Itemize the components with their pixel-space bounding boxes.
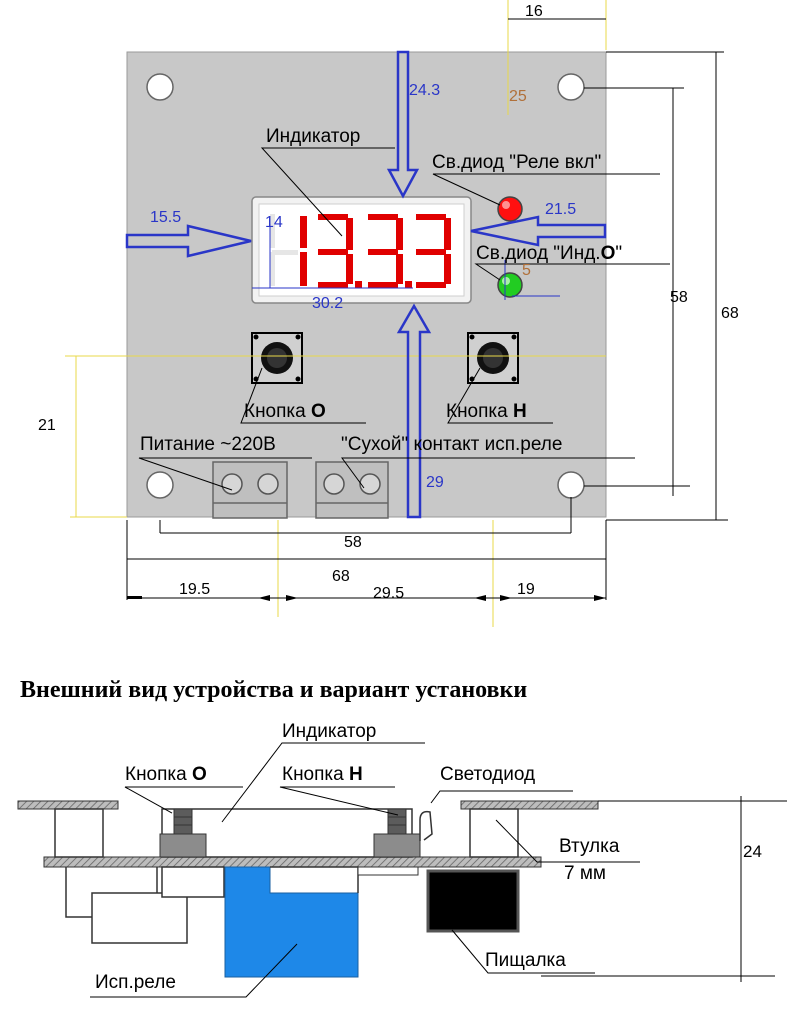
side-button-o [159,808,207,858]
display-digits [300,214,451,288]
mount-panel-right [460,800,599,810]
label-power: Питание ~220В [140,434,276,455]
side-label-button-o: Кнопка O [125,764,207,785]
side-dim-24: 24 [743,842,762,861]
label-led-indicator: Св.диод "Инд.O" [476,243,622,264]
side-led [419,810,433,841]
mount-hole-top-right [557,73,585,101]
label-button-o: Кнопка O [244,401,326,422]
side-buzzer [426,869,520,933]
dim-14: 14 [265,214,283,231]
side-label-bushing: Втулка [559,836,620,857]
side-view: Индикатор Кнопка O Кнопка H Светодиод Вт… [17,721,787,998]
mount-hole-bottom-left [146,471,174,499]
side-relay [224,866,359,978]
side-label-relay: Исп.реле [95,972,176,993]
arrow-right [125,224,252,258]
dim-21-5: 21.5 [545,201,576,218]
pcb-board [43,856,542,868]
label-button-n: Кнопка H [446,401,527,422]
dim-58-bottom: 58 [344,534,362,551]
side-component-left [91,892,188,944]
dim-29: 29 [426,474,444,491]
dim-15-5: 15.5 [150,209,181,226]
display-ghost-segments [270,214,298,286]
side-label-led: Светодиод [440,764,535,785]
dim-21-left: 21 [38,417,56,434]
section-title: Внешний вид устройства и вариант установ… [20,677,527,703]
side-label-button-n: Кнопка H [282,764,363,785]
arrow-left [470,215,607,247]
dim-30-2: 30.2 [312,295,343,312]
dim-5: 5 [522,262,531,279]
button-n [467,332,519,384]
side-label-bushing-size: 7 мм [564,863,606,884]
indicator-display [251,196,472,304]
leader-lines [138,87,690,491]
terminal-relay [315,461,389,519]
arrow-up [396,303,432,519]
dim-58-right: 58 [670,289,688,306]
bushing-right [469,808,519,858]
button-o [251,332,303,384]
led-indicator-green [497,272,523,298]
side-leader-lines [90,742,640,998]
label-led-relay: Св.диод "Реле вкл" [432,152,601,173]
mount-panel-left [17,800,119,810]
dim-19: 19 [517,581,535,598]
guide-lines [65,0,607,627]
dim-19-5: 19.5 [179,581,210,598]
dim-68-right: 68 [721,305,739,322]
top-view: Индикатор Св.диод "Реле вкл" Св.диод "Ин… [38,0,739,627]
dim-16: 16 [525,3,543,20]
arrow-down [386,50,420,199]
side-label-buzzer: Пищалка [485,950,566,971]
mount-hole-top-left [146,73,174,101]
dim-29-5: 29.5 [373,585,404,602]
dim-25: 25 [509,88,527,105]
label-indicator: Индикатор [266,126,360,147]
bushing-left [54,808,104,858]
dim-24-3: 24.3 [409,82,440,99]
label-dry-contact: "Сухой" контакт исп.реле [341,434,562,455]
side-button-n [373,808,421,858]
mount-hole-bottom-right [557,471,585,499]
terminal-power [212,461,288,519]
side-label-indicator: Индикатор [282,721,376,742]
dimension-arrows [125,50,607,519]
led-relay-red [497,196,523,222]
dim-68-bottom: 68 [332,568,350,585]
